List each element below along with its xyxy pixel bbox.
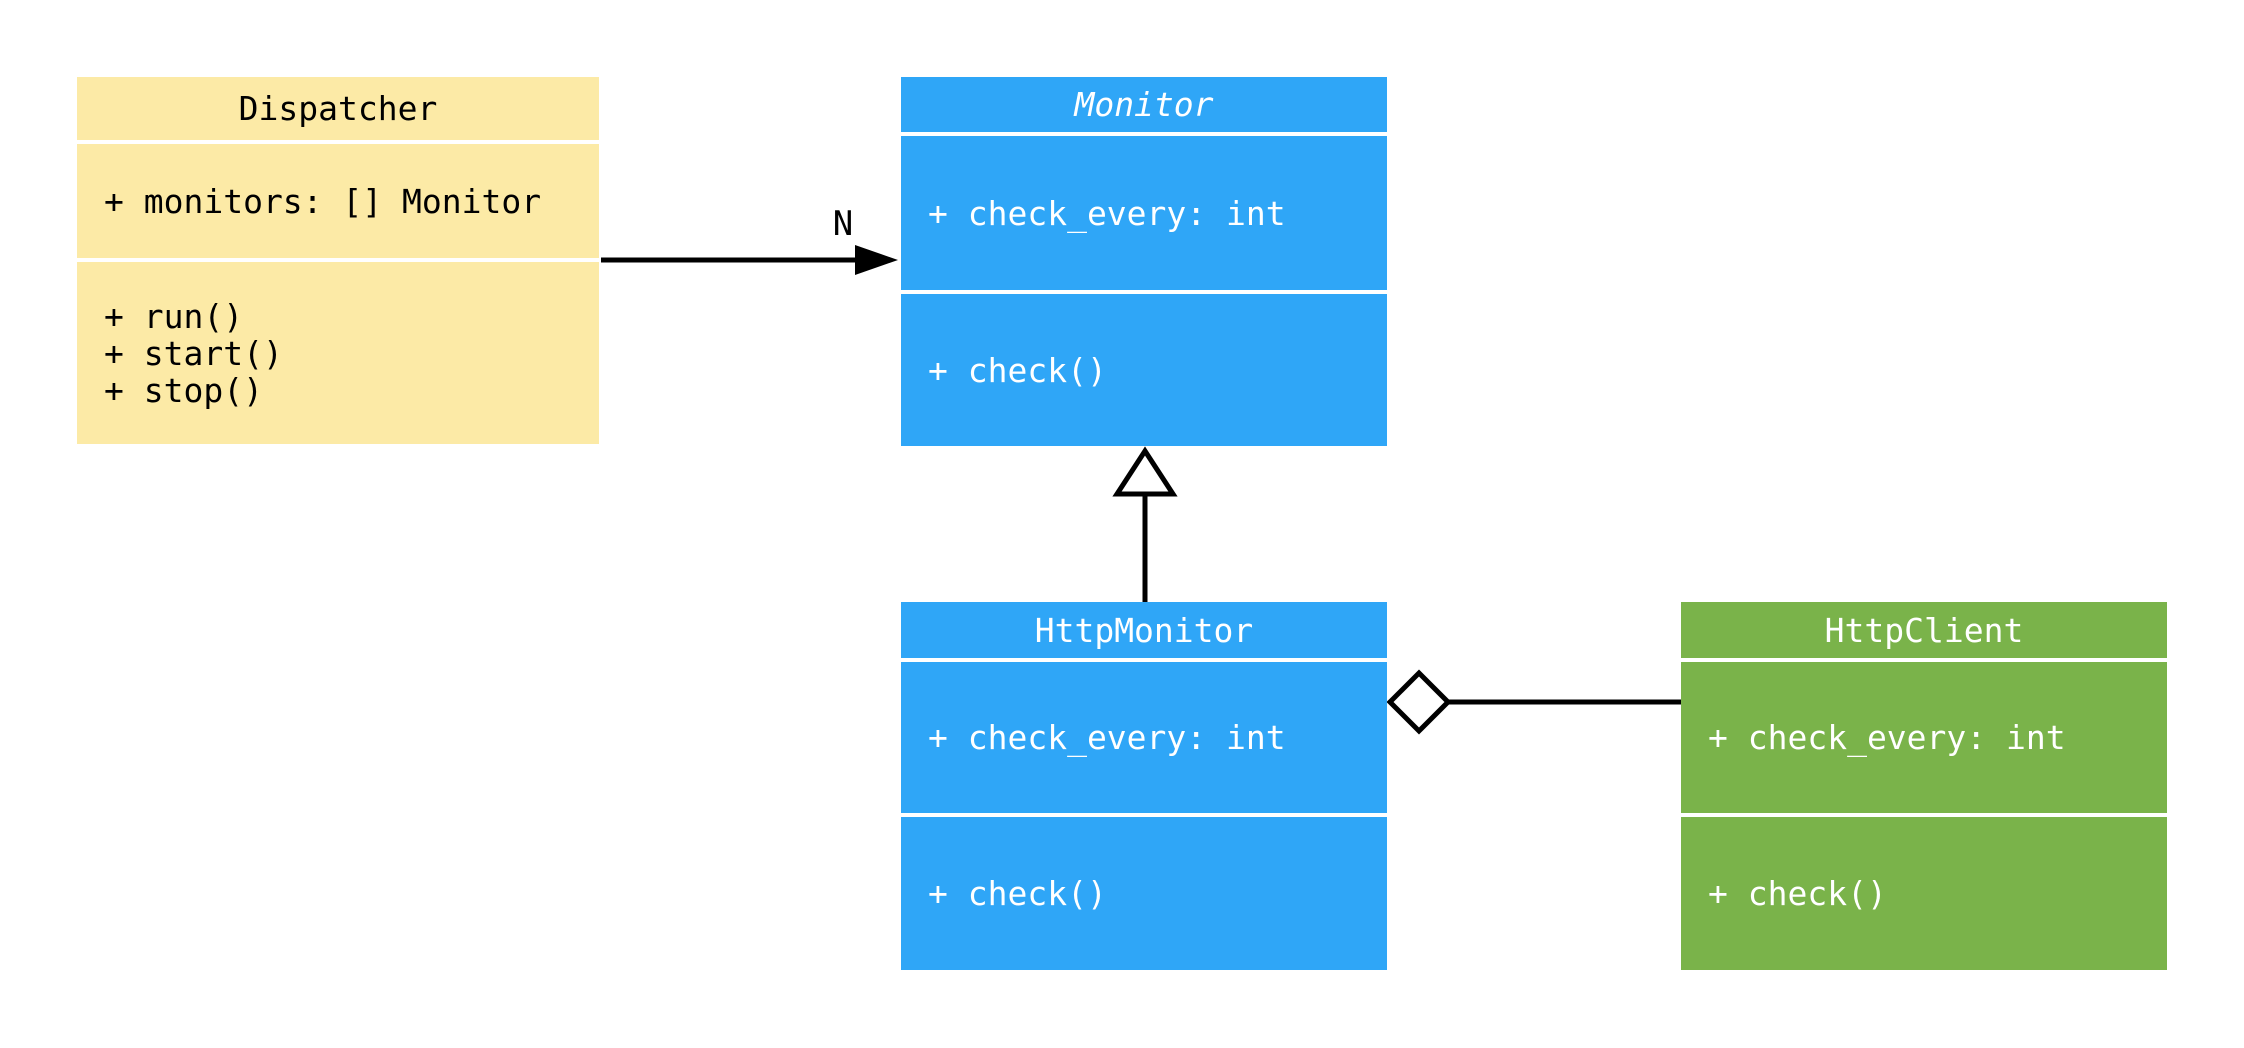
method-line: + run(): [104, 296, 244, 336]
class-attributes: + check_every: int: [901, 662, 1387, 813]
class-attributes: + check_every: int: [901, 136, 1387, 290]
generalization-httpmonitor-to-monitor: [1112, 446, 1178, 602]
class-node-dispatcher[interactable]: Dispatcher + monitors: [] Monitor + run(…: [77, 77, 599, 444]
aggregation-diamond-icon: [1386, 669, 1452, 735]
attribute-line: + check_every: int: [928, 718, 1286, 757]
class-title: HttpClient: [1681, 602, 2167, 658]
attribute-line: + check_every: int: [928, 193, 1286, 233]
class-node-httpclient[interactable]: HttpClient + check_every: int + check(): [1681, 602, 2167, 970]
class-node-monitor[interactable]: Monitor + check_every: int + check(): [901, 77, 1387, 446]
method-line: + start(): [104, 333, 283, 373]
class-title: HttpMonitor: [901, 602, 1387, 658]
generalization-triangle-icon: [1112, 446, 1178, 497]
class-methods: + check(): [1681, 817, 2167, 970]
class-methods: + run() + start() + stop(): [77, 262, 599, 444]
method-line: + check(): [928, 874, 1107, 913]
class-attributes: + check_every: int: [1681, 662, 2167, 813]
class-title: Monitor: [901, 77, 1387, 132]
association-multiplicity-label: N: [832, 204, 854, 244]
attribute-line: + monitors: [] Monitor: [104, 181, 542, 221]
class-methods: + check(): [901, 294, 1387, 446]
class-node-httpmonitor[interactable]: HttpMonitor + check_every: int + check(): [901, 602, 1387, 970]
method-line: + check(): [1708, 874, 1887, 913]
aggregation-httpmonitor-to-httpclient: [1386, 669, 1681, 735]
class-methods: + check(): [901, 817, 1387, 970]
method-line: + stop(): [104, 370, 263, 410]
attribute-line: + check_every: int: [1708, 718, 2066, 757]
association-dispatcher-to-monitor: [601, 245, 898, 275]
class-title: Dispatcher: [77, 77, 599, 140]
class-attributes: + monitors: [] Monitor: [77, 144, 599, 258]
association-arrowhead-icon: [855, 245, 898, 275]
method-line: + check(): [928, 350, 1107, 390]
